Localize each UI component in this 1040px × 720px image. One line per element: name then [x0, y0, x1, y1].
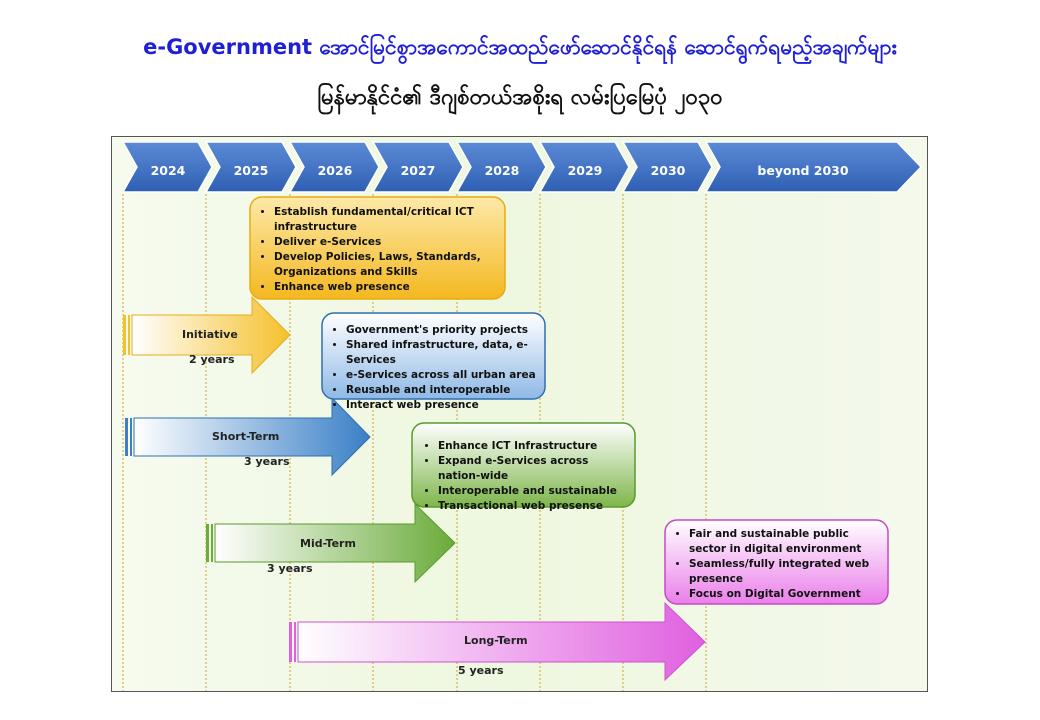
year-header — [121, 141, 923, 193]
mid-term-duration: 3 years — [267, 562, 313, 575]
long-term-label: Long-Term — [464, 634, 528, 647]
chevron-2024 — [121, 141, 213, 193]
year-label-2024: 2024 — [150, 163, 186, 178]
chevron-2026 — [288, 141, 380, 193]
long-term-duration: 5 years — [458, 664, 504, 677]
short-term-item: e-Services across all urban area — [346, 368, 537, 383]
chevron-2025 — [204, 141, 297, 193]
year-label-2025: 2025 — [233, 163, 269, 178]
initiative-item: Deliver e-Services — [274, 235, 497, 250]
roadmap-diagram: 2024 2025 2026 2027 2028 2029 2030 beyon… — [111, 136, 928, 692]
mid-term-box-bg — [411, 422, 636, 508]
long-term-box-bg — [664, 519, 889, 605]
chevron-2030 — [621, 141, 713, 193]
short-term-duration: 3 years — [244, 455, 290, 468]
year-label-2026: 2026 — [317, 163, 353, 178]
mid-term-item: Interoperable and sustainable — [438, 484, 629, 499]
initiative-arrow — [123, 295, 291, 375]
initiative-item: Establish fundamental/critical ICT infra… — [274, 205, 497, 235]
short-term-arrow — [125, 396, 371, 477]
year-label-2028: 2028 — [484, 163, 520, 178]
initiative-label: Initiative — [182, 328, 238, 341]
short-term-item: Reusable and interoperable — [346, 383, 537, 398]
mid-term-item: Transactional web presense — [438, 499, 629, 514]
chevron-2029 — [538, 141, 630, 193]
chevron-2028 — [455, 141, 547, 193]
year-label-2030: 2030 — [650, 163, 686, 178]
short-term-box-bg — [321, 312, 546, 400]
year-label-2027: 2027 — [400, 163, 436, 178]
initiative-box-bg — [249, 196, 506, 300]
long-term-item: Focus on Digital Government — [689, 587, 880, 602]
long-term-arrow — [289, 601, 706, 682]
roadmap-graphics — [121, 141, 923, 691]
page-title: e-Government အောင်မြင်စွာအကောင်အထည်ဖော်ဆ… — [143, 35, 897, 59]
short-term-item: Shared infrastructure, data, e-Services — [346, 338, 537, 368]
page-subtitle: မြန်မာနိုင်ငံ၏ ဒီဂျစ်တယ်အစိုးရ လမ်းပြမြေ… — [317, 85, 723, 110]
short-term-item: Government's priority projects — [346, 323, 537, 338]
long-term-item: Seamless/fully integrated web presence — [689, 557, 880, 587]
chevron-2027 — [371, 141, 464, 193]
short-term-item: Interact web presence — [346, 398, 537, 413]
mid-term-label: Mid-Term — [300, 537, 356, 550]
mid-term-arrow — [206, 502, 456, 584]
long-term-box: Fair and sustainable public sector in di… — [665, 521, 888, 605]
mid-term-item: Expand e-Services across nation-wide — [438, 454, 629, 484]
initiative-duration: 2 years — [189, 353, 235, 366]
initiative-item: Develop Policies, Laws, Standards, Organ… — [274, 250, 497, 280]
long-term-item: Fair and sustainable public sector in di… — [689, 527, 880, 557]
initiative-item: Enhance web presence — [274, 280, 497, 295]
short-term-label: Short-Term — [212, 430, 280, 443]
chevron-beyond-2030 — [704, 141, 923, 193]
mid-term-item: Enhance ICT Infrastructure — [438, 439, 629, 454]
year-label-2029: 2029 — [567, 163, 603, 178]
year-label-beyond-2030: beyond 2030 — [757, 163, 849, 178]
short-term-box: Government's priority projects Shared in… — [322, 317, 545, 411]
mid-term-box: Enhance ICT Infrastructure Expand e-Serv… — [414, 433, 637, 512]
initiative-box: Establish fundamental/critical ICT infra… — [250, 199, 505, 299]
